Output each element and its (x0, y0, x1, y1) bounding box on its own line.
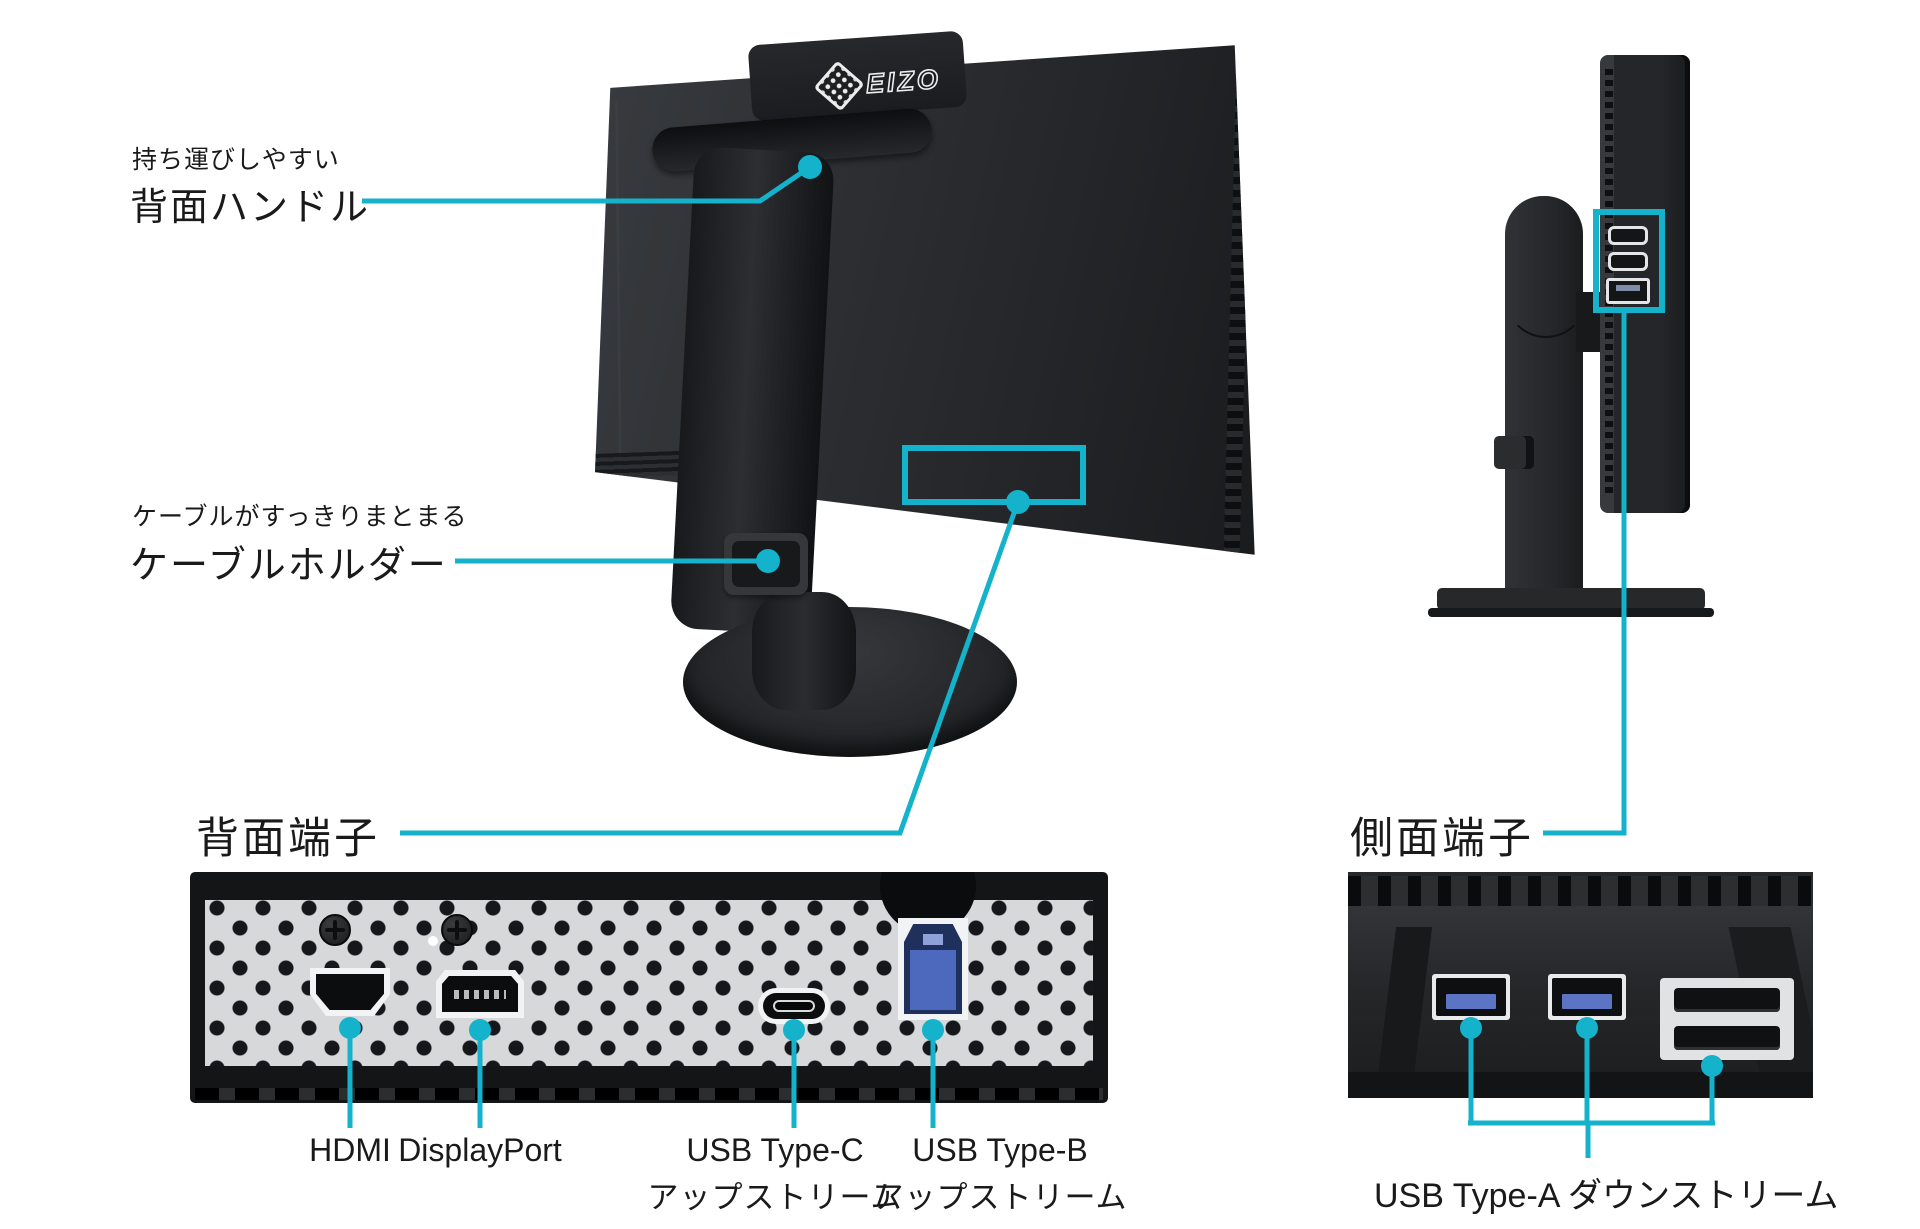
usb-a-port-1-icon (1432, 974, 1510, 1020)
cable-holder-clip-inner (732, 541, 800, 587)
side-view-stand-joint (1505, 256, 1587, 338)
eizo-logo-text: EIZO (864, 63, 943, 100)
usb-a-stacked-ports-icon (1660, 978, 1794, 1060)
usb-c-port-icon (758, 988, 830, 1024)
side-view-base (1437, 588, 1705, 610)
displayport-port-icon (436, 970, 524, 1018)
rear-handle-subtitle: 持ち運びしやすい (132, 146, 340, 174)
usb-b-port-icon (898, 918, 968, 1020)
rear-terminals-closeup (190, 872, 1108, 1103)
usb-a-stacked-slot-2 (1674, 1026, 1780, 1050)
side-terminals-closeup (1348, 872, 1813, 1098)
rear-handle-title: 背面ハンドル (130, 187, 371, 229)
side-panel-vent-slots (1348, 876, 1813, 906)
indicator-dot (428, 936, 438, 946)
usb-c-sublabel: アップストリーム (647, 1180, 903, 1215)
displayport-pins (454, 990, 506, 999)
side-terminals-title: 側面端子 (1350, 815, 1534, 863)
side-usb-port-icon-3 (1606, 278, 1650, 304)
cable-holder-title: ケーブルホルダー (130, 545, 448, 587)
usb-b-label: USB Type-B (912, 1132, 1088, 1168)
usb-c-slot (773, 1000, 815, 1012)
side-view-cable-hook (1494, 436, 1534, 469)
displayport-inner (442, 976, 518, 1012)
side-vent-strip (1223, 59, 1253, 555)
screw-icon-1 (319, 914, 351, 946)
cable-holder-clip (724, 533, 808, 595)
hdmi-label: HDMI (309, 1132, 391, 1168)
usb-a-label: USB Type-A ダウンストリーム (1374, 1177, 1839, 1215)
usb-b-core (910, 950, 956, 1010)
usb-b-notch (923, 934, 943, 945)
usb-c-label: USB Type-C (686, 1132, 864, 1168)
usb-a-port-2-tongue (1562, 994, 1612, 1009)
cable-holder-subtitle: ケーブルがすっきりまとまる (132, 503, 468, 531)
side-usb-port-icon-3-bar (1616, 285, 1640, 291)
eizo-logo: EIZO (804, 53, 957, 113)
usb-a-port-2-icon (1548, 974, 1626, 1020)
side-panel-bottom-edge (1348, 1072, 1813, 1098)
usb-b-sublabel: アップストリーム (872, 1180, 1128, 1215)
displayport-label: DisplayPort (398, 1132, 562, 1168)
usb-a-port-1-inner (1436, 978, 1506, 1016)
screw-icon-2 (441, 914, 473, 946)
side-usb-port-icon-2 (1608, 252, 1648, 271)
hdmi-port-icon (310, 968, 390, 1016)
stand-foot (752, 592, 856, 710)
usb-a-port-1-tongue (1446, 994, 1496, 1009)
usb-a-port-2-inner (1552, 978, 1622, 1016)
back-panel-seam (615, 99, 622, 481)
rear-terminals-title: 背面端子 (196, 815, 380, 863)
eizo-diamond-icon (813, 60, 865, 112)
side-usb-port-icon-1 (1608, 226, 1648, 245)
side-view-base-edge (1428, 608, 1714, 617)
usb-a-stacked-slot-1 (1674, 988, 1780, 1012)
rear-panel-vent-dashes (195, 1088, 1103, 1100)
hdmi-port-inner (316, 974, 384, 1010)
